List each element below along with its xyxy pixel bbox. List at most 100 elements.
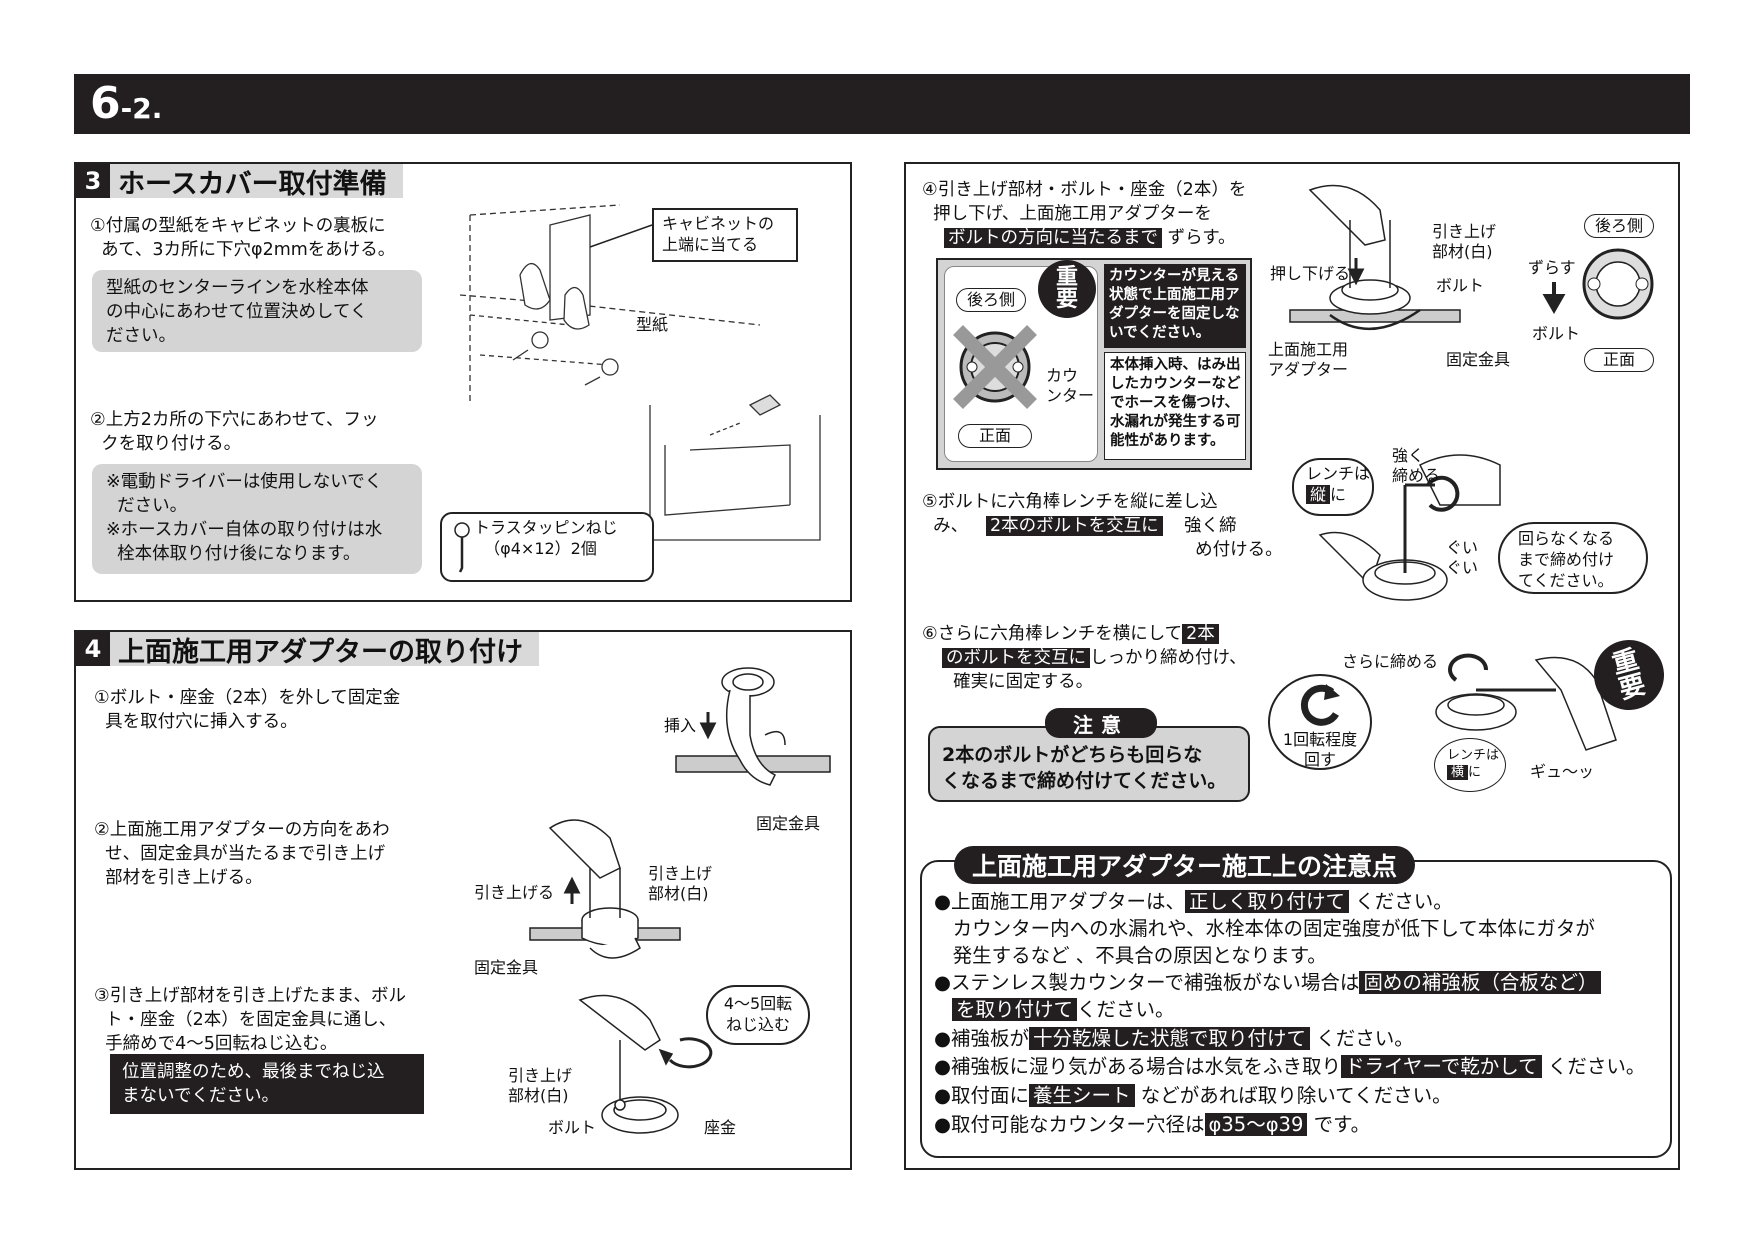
sec3-step1: ①付属の型紙をキャビネットの裏板に あて、3カ所に下穴φ2mmをあける。 xyxy=(90,216,396,260)
right-step4-text-end: ずらす。 xyxy=(1167,228,1236,248)
point1-text: ●上面施工用アダプターは、 xyxy=(934,890,1186,913)
section-3-title: 3 ホースカバー取付準備 xyxy=(76,164,403,200)
section-3-title-text: ホースカバー取付準備 xyxy=(118,168,387,200)
label-fixing-bracket-3: 固定金具 xyxy=(1446,350,1511,369)
point3-text: ●補強板が xyxy=(934,1027,1030,1050)
right-step6-highlight-2: のボルトを交互に xyxy=(942,648,1090,668)
label-wrench-horizontal-c: に xyxy=(1468,765,1482,780)
section-4-title: 4 上面施工用アダプターの取り付け xyxy=(76,632,539,668)
wrench-vertical-illustration xyxy=(1318,454,1501,601)
point6-text-end: です。 xyxy=(1313,1113,1371,1136)
precautions-title: 上面施工用アダプター施工上の注意点 xyxy=(954,846,1416,884)
label-one-turn: 1回転程度 回す xyxy=(1282,730,1358,769)
sec4-note3: 位置調整のため、最後までねじ込 まないでください。 xyxy=(110,1054,424,1114)
pill-front-1: 正面 xyxy=(958,424,1033,448)
callout-tapping-screw: トラスタッピンねじ （φ4×12）2個 xyxy=(440,512,654,582)
label-insert: 挿入 xyxy=(664,716,697,735)
pill-back-side-2: 後ろ側 xyxy=(1584,214,1655,238)
sec4-step3: ③引き上げ部材を引き上げたまま、ボル ト・座金（2本）を固定金具に通し、 手締め… xyxy=(94,986,406,1054)
point3-highlight: 十分乾燥した状態で取り付けて xyxy=(1029,1027,1311,1050)
label-fixing-bracket-2: 固定金具 xyxy=(474,958,539,977)
section-4-badge: 4 xyxy=(76,632,110,666)
point4-highlight: ドライヤーで乾かして xyxy=(1341,1055,1542,1078)
label-wrench-horizontal-b: 横 xyxy=(1447,765,1469,780)
sec4-step1: ①ボルト・座金（2本）を外して固定金 具を取付穴に挿入する。 xyxy=(94,688,401,732)
point5-highlight: 養生シート xyxy=(1029,1084,1135,1107)
sec3-note1: 型紙のセンターラインを水栓本体 の中心にあわせて位置決めしてく ださい。 xyxy=(92,270,422,352)
point5-text-end: などがあれば取り除いてください。 xyxy=(1140,1084,1452,1107)
point2-highlight-2: を取り付けて xyxy=(952,998,1078,1021)
important-badge-1-char1: 重 xyxy=(1055,265,1078,290)
screw-in-illustration xyxy=(578,994,713,1134)
push-down-arrow-icon xyxy=(1347,258,1365,286)
label-pull-up: 引き上げる xyxy=(474,883,555,902)
insert-bracket-illustration xyxy=(675,667,831,786)
important-badge-1: 重要 xyxy=(1038,260,1096,318)
caution-tag: 注意 xyxy=(1045,708,1157,738)
label-top-adapter: 上面施工用 アダプター xyxy=(1268,340,1349,379)
point6-text: ●取付可能なカウンター穴径は xyxy=(934,1113,1205,1136)
label-bolt-2: ボルト xyxy=(1436,276,1485,295)
point2-highlight-1: 固めの補強板（合板など） xyxy=(1359,971,1602,994)
right-step5-text: ⑤ボルトに六角棒レンチを縦に差し込 み、 xyxy=(922,492,1218,536)
label-pullup-part-white-3: 引き上げ 部材(白) xyxy=(1432,222,1497,261)
right-step6-text-end: しっかり締め付け、 確実に固定する。 xyxy=(953,648,1247,692)
point6-highlight: φ35～φ39 xyxy=(1204,1113,1308,1136)
section-number: 6-2. xyxy=(90,78,162,129)
label-shift: ずらす xyxy=(1528,258,1576,277)
point2-text: ●ステンレス製カウンターで補強板がない場合は xyxy=(934,971,1360,994)
label-pullup-part-white: 引き上げ 部材(白) xyxy=(648,864,713,903)
pill-back-side-1: 後ろ側 xyxy=(956,288,1027,312)
important-badge-1-char2: 要 xyxy=(1055,287,1078,312)
point4-text: ●補強板に湿り気がある場合は水気をふき取り xyxy=(934,1055,1342,1078)
page-header-bar: 6-2. xyxy=(74,74,1690,134)
label-counter: カウ ンター xyxy=(1046,366,1095,405)
shift-arrow-icon xyxy=(1542,282,1566,315)
screw-icon xyxy=(454,522,470,573)
callout-wrench-vertical: レンチは 縦に xyxy=(1292,458,1374,516)
callout-pointer xyxy=(589,224,653,248)
right-step5-text-end: 強く締 め付ける。 xyxy=(1184,516,1283,560)
push-down-illustration xyxy=(1289,184,1461,331)
adapter-top-view-icon xyxy=(1582,248,1654,320)
right-step6-highlight-1: 2本 xyxy=(1182,624,1219,644)
section-number-sub: -2. xyxy=(120,92,163,125)
pill-front-2: 正面 xyxy=(1584,348,1655,372)
label-tighten-further: さらに締める xyxy=(1342,652,1439,671)
rotate-arrow-icon xyxy=(1300,684,1340,726)
point1-detail: カウンター内への水漏れや、水栓本体の固定強度が低下して本体にガタが 発生するなど… xyxy=(952,917,1595,967)
one-turn-circle xyxy=(1268,674,1372,770)
insert-arrow-icon xyxy=(699,712,717,740)
cabinet-template-illustration xyxy=(459,204,821,541)
label-bolt-3: ボルト xyxy=(1532,324,1581,343)
adapter-top-view-x-icon xyxy=(953,325,1037,409)
label-gui-gui: ぐい ぐい xyxy=(1446,538,1479,577)
caution-box: 2本のボルトがどちらも回らな くなるまで締め付けてください。 xyxy=(928,726,1250,802)
callout-cabinet-top: キャビネットの 上端に当てる xyxy=(652,208,798,262)
point3-text-end: ください。 xyxy=(1316,1027,1414,1050)
sec3-step2: ②上方2カ所の下穴にあわせて、フッ クを取り付ける。 xyxy=(90,410,379,454)
label-template: 型紙 xyxy=(636,315,669,334)
label-pullup-part-white-2: 引き上げ 部材(白) xyxy=(508,1066,573,1105)
section-4-title-text: 上面施工用アダプターの取り付け xyxy=(118,636,523,668)
label-wrench-vertical-a: レンチは xyxy=(1306,464,1371,483)
pull-up-arrow-icon xyxy=(563,876,581,904)
label-wrench-vertical-c: に xyxy=(1330,485,1347,504)
pull-up-illustration xyxy=(529,819,681,959)
point5-text: ●取付面に xyxy=(934,1084,1030,1107)
warning-text-1: カウンターが見える 状態で上面施工用ア ダプターを固定しな いでください。 xyxy=(1104,264,1246,348)
point4-text-end: ください。 xyxy=(1547,1055,1646,1078)
point1-highlight: 正しく取り付けて xyxy=(1185,890,1350,913)
sec3-note2: ※電動ドライバーは使用しないでく ださい。 ※ホースカバー自体の取り付けは水 栓… xyxy=(92,464,422,574)
label-gyuu: ギュ～ッ xyxy=(1530,762,1595,781)
callout-turn-4-5: 4～5回転 ねじ込む xyxy=(706,985,810,1045)
right-step5-highlight: 2本のボルトを交互に xyxy=(986,516,1163,536)
warning-text-2: 本体挿入時、はみ出 したカウンターなど でホースを傷つけ、 水漏れが発生する可 … xyxy=(1104,352,1246,460)
section-number-main: 6 xyxy=(90,78,121,129)
label-wrench-horizontal-a: レンチは xyxy=(1447,748,1500,763)
sec4-step2: ②上面施工用アダプターの方向をあわ せ、固定金具が当たるまで引き上げ 部材を引き… xyxy=(94,820,390,888)
point2-text-end: ください。 xyxy=(1077,998,1175,1021)
callout-tighten-until-stops: 回らなくなる まで締め付け てください。 xyxy=(1498,522,1648,594)
label-push-down: 押し下げる xyxy=(1270,264,1351,283)
right-step6-text: ⑥さらに六角棒レンチを横にして xyxy=(922,624,1183,644)
